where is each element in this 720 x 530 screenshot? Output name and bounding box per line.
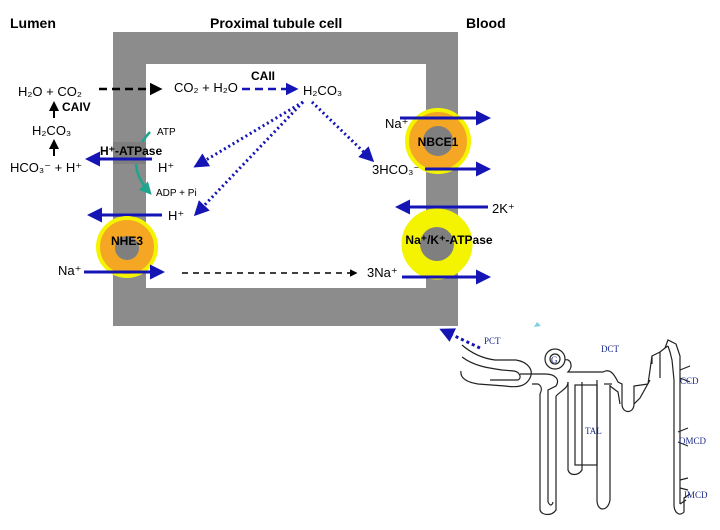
nephron-label-pct: PCT bbox=[484, 336, 501, 346]
cell-membrane bbox=[113, 32, 458, 326]
nephron-label-tal: TAL bbox=[585, 426, 602, 436]
cell-atp: ATP bbox=[157, 127, 176, 138]
nephron-label-imcd: IMCD bbox=[684, 490, 708, 500]
h-atpase-label: H⁺-ATPase bbox=[100, 144, 162, 158]
nbce1-label: NBCE1 bbox=[418, 135, 459, 149]
header-blood: Blood bbox=[466, 15, 506, 31]
blood-na: Na⁺ bbox=[385, 116, 408, 131]
nephron-label-ccd: CCD bbox=[680, 376, 699, 386]
cell-na-3: 3Na⁺ bbox=[367, 265, 398, 280]
small-marker bbox=[534, 322, 541, 327]
na-k-atpase-core bbox=[420, 227, 454, 261]
dissociation-arrow-h1 bbox=[193, 100, 304, 168]
nephron-sketch bbox=[460, 339, 691, 516]
lumen-na: Na⁺ bbox=[58, 263, 81, 278]
nbce1-core bbox=[423, 126, 453, 156]
dissociation-arrow-hco3 bbox=[310, 100, 375, 163]
na-k-atpase-label: Na⁺/K⁺-ATPase bbox=[405, 233, 492, 247]
nephron-label-dct: DCT bbox=[601, 344, 620, 354]
blood-k2: 2K⁺ bbox=[492, 201, 515, 216]
cell-h2co3: H₂CO₃ bbox=[303, 83, 342, 98]
nephron-label-omcd: OMCD bbox=[679, 436, 707, 446]
nephron-label-g: G bbox=[551, 355, 558, 365]
cell-h-plus-1: H⁺ bbox=[158, 160, 174, 175]
lumen-h2o-co2: H₂O + CO₂ bbox=[18, 84, 82, 99]
header-cell: Proximal tubule cell bbox=[210, 15, 342, 31]
enzyme-caii: CAII bbox=[251, 69, 275, 83]
dissociation-arrow-h2 bbox=[193, 100, 305, 217]
cell-hco3-3: 3HCO₃⁻ bbox=[372, 162, 420, 177]
cell-co2-h2o: CO₂ + H₂O bbox=[174, 80, 238, 95]
cell-adp-pi: ADP + Pi bbox=[156, 188, 197, 199]
lumen-h2co3: H₂CO₃ bbox=[32, 123, 71, 138]
nhe3-core bbox=[115, 236, 139, 260]
pct-pointer-arrow bbox=[439, 328, 481, 350]
cell-h-plus-2: H⁺ bbox=[168, 208, 184, 223]
lumen-hco3-h: HCO₃⁻ + H⁺ bbox=[10, 160, 82, 175]
header-lumen: Lumen bbox=[10, 15, 56, 31]
enzyme-caiv: CAIV bbox=[62, 100, 91, 114]
nhe3-label: NHE3 bbox=[111, 234, 143, 248]
